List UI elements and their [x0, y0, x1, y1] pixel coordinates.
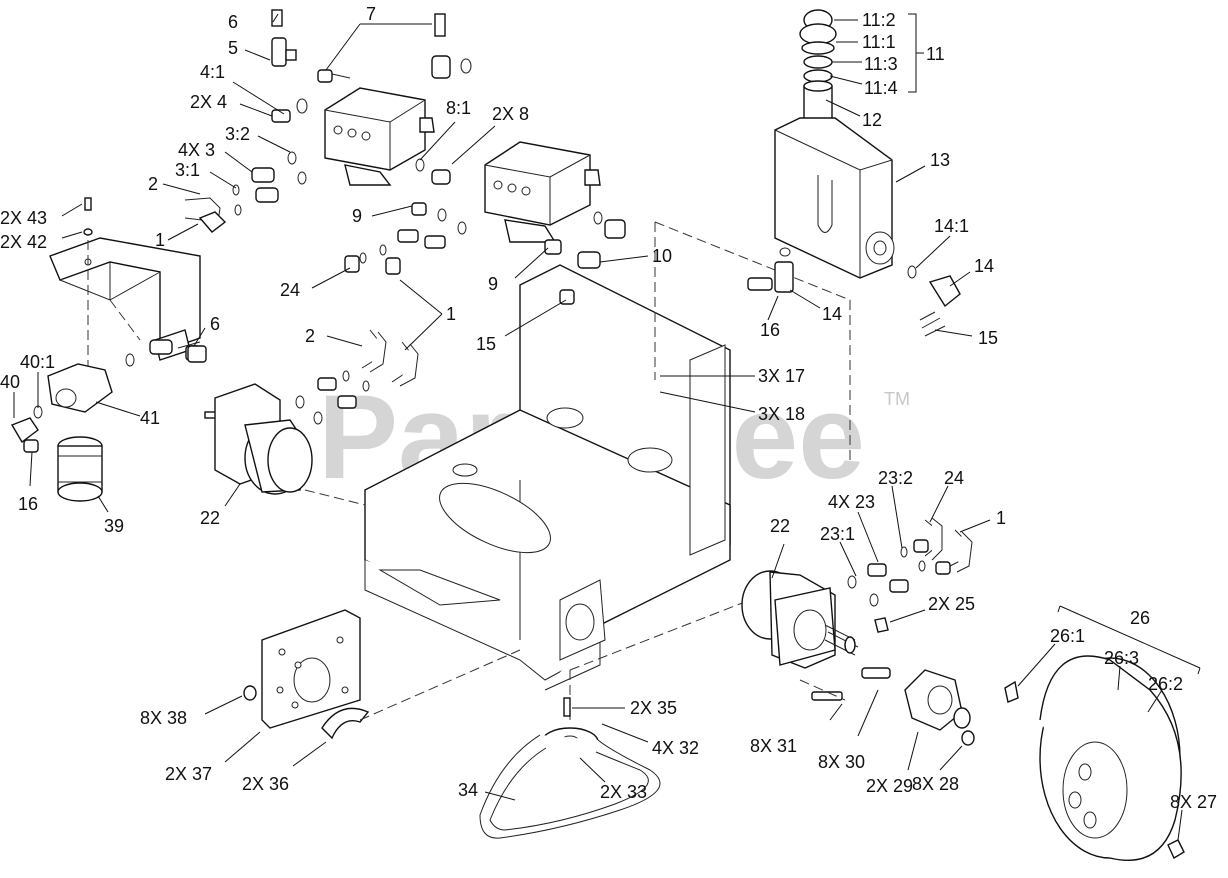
hydraulic-fittings-upper — [184, 9, 626, 305]
callout-label: 2X 36 — [242, 774, 289, 794]
callout-label: 11:1 — [862, 32, 896, 52]
hydraulic-reservoir — [747, 9, 961, 337]
callout-label: 5 — [228, 38, 238, 58]
callout-label: 2 — [148, 174, 158, 194]
callout-label: 23:2 — [878, 468, 913, 488]
callout-label: 4X 23 — [828, 492, 875, 512]
leader-lines — [13, 13, 1201, 841]
callout-label: 9 — [488, 274, 498, 294]
wheel-motor-left — [204, 383, 366, 506]
callout-label: 11:3 — [864, 54, 898, 74]
callout-label: 26:3 — [1104, 648, 1139, 668]
callout-label: 40 — [0, 372, 20, 392]
callout-label: 13 — [930, 150, 950, 170]
callout-label: 26:2 — [1148, 674, 1183, 694]
callout-label: 10 — [652, 246, 672, 266]
callout-label: 15 — [978, 328, 998, 348]
callout-label: 2X 37 — [165, 764, 212, 784]
callout-label: 41 — [140, 408, 160, 428]
callout-label: 2X 8 — [492, 104, 529, 124]
callout-label: 9 — [352, 206, 362, 226]
callout-label: 1 — [996, 508, 1006, 528]
control-valve-upper — [324, 87, 435, 186]
callout-label: 8X 31 — [750, 736, 797, 756]
callout-label: 12 — [862, 110, 882, 130]
hydraulic-fittings-right — [847, 517, 973, 633]
callout-label: 2X 25 — [928, 594, 975, 614]
wheel-tire — [1004, 655, 1185, 862]
callout-label: 11:4 — [864, 78, 898, 98]
callout-label: 1 — [446, 304, 456, 324]
callout-label: 2X 42 — [0, 232, 47, 252]
mounting-plate — [243, 609, 521, 740]
callout-label: 24 — [944, 468, 964, 488]
callout-label: 16 — [760, 320, 780, 340]
callout-label: 8:1 — [446, 98, 471, 118]
callout-label: 3X 17 — [758, 366, 805, 386]
callout-label: 14:1 — [934, 216, 969, 236]
callout-label: 7 — [366, 4, 376, 24]
wheel-hub — [799, 667, 975, 746]
callout-label: 3:1 — [175, 160, 200, 180]
callout-label: 3:2 — [225, 124, 250, 144]
filter-cartridge — [57, 436, 103, 502]
wheel-motor-right — [741, 570, 859, 669]
callout-label: 6 — [210, 314, 220, 334]
callout-label: 22 — [770, 516, 790, 536]
callout-label: 8X 28 — [912, 774, 959, 794]
callout-label: 2X 43 — [0, 208, 47, 228]
callout-label: 11:2 — [862, 10, 896, 30]
callout-label: 2 — [305, 326, 315, 346]
control-valve-lower — [484, 141, 601, 243]
filter-mount-bracket — [49, 197, 201, 370]
callout-label: 4:1 — [200, 62, 225, 82]
watermark-tm: TM — [884, 389, 910, 409]
hydraulic-hoses — [295, 329, 419, 425]
callout-label: 34 — [458, 780, 478, 800]
callout-label: 22 — [200, 508, 220, 528]
callout-label: 39 — [104, 516, 124, 536]
main-frame — [364, 221, 851, 720]
callout-label: 26 — [1130, 608, 1150, 628]
callout-label: 3X 18 — [758, 404, 805, 424]
callout-label: 11 — [926, 44, 945, 64]
callout-label: 14 — [974, 256, 994, 276]
callout-label: 2X 29 — [866, 776, 913, 796]
callout-label: 14 — [822, 304, 842, 324]
pulley-belt — [479, 697, 661, 839]
callout-label: 1 — [155, 230, 165, 250]
callout-label: 26:1 — [1050, 626, 1085, 646]
callout-label: 2X 33 — [600, 782, 647, 802]
callout-label: 4X 32 — [652, 738, 699, 758]
callout-label: 24 — [280, 280, 300, 300]
callout-label: 8X 38 — [140, 708, 187, 728]
callout-label: 2X 35 — [630, 698, 677, 718]
callout-label: 8X 27 — [1170, 792, 1217, 812]
callout-label: 8X 30 — [818, 752, 865, 772]
callout-label: 40:1 — [20, 352, 55, 372]
callout-label: 4X 3 — [178, 140, 215, 160]
callout-label: 15 — [476, 334, 496, 354]
callout-label: 6 — [228, 12, 238, 32]
callout-labels: 6 7 5 4:1 2X 4 3:2 4X 3 3:1 2 1 2X 43 2X… — [0, 4, 1217, 812]
callout-label: 2X 4 — [190, 92, 227, 112]
callout-label: 16 — [18, 494, 38, 514]
callout-label: 23:1 — [820, 524, 855, 544]
